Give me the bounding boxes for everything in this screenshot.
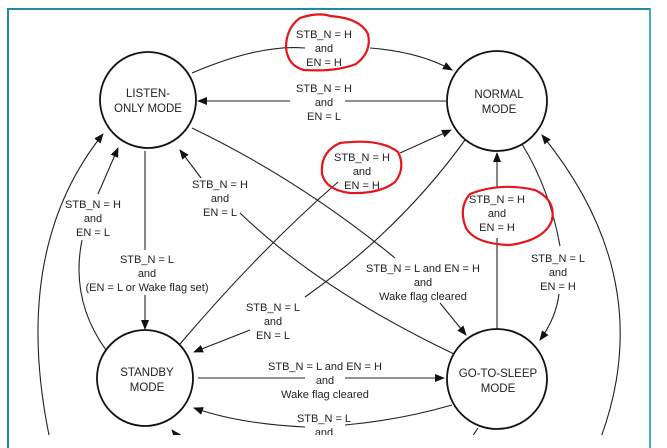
label-line: and <box>316 375 334 387</box>
edge-standby-to-listen-b <box>97 147 119 195</box>
edge-listen-to-gts-b <box>439 302 467 336</box>
state-diagram: LISTEN- ONLY MODE NORMAL MODE STANDBY MO… <box>37 13 621 435</box>
label-gts-to-standby: STB_N = L and <box>297 413 351 435</box>
figure-frame <box>7 8 651 448</box>
label-normal-to-listen: STB_N = H and EN = L <box>296 83 352 123</box>
label-line: EN = H <box>540 281 576 293</box>
label-line: EN = H <box>479 222 515 234</box>
label-line: EN = L <box>203 207 237 219</box>
label-line: STB_N = L and EN = H <box>268 361 382 373</box>
edge-gts-to-listen <box>239 212 455 355</box>
state-normal: NORMAL MODE <box>446 50 548 152</box>
label-standby-to-listen: STB_N = H and EN = L <box>65 199 121 239</box>
label-line: and <box>264 316 282 328</box>
label-line: and <box>549 267 567 279</box>
label-line: Wake flag cleared <box>281 389 369 401</box>
edge-standby-to-normal-b <box>399 129 452 154</box>
edge-normal-to-gts <box>521 143 561 247</box>
label-listen-to-normal: STB_N = H and EN = H <box>296 29 352 69</box>
label-line: STB_N = H <box>192 179 248 191</box>
edge-standby-bottom-in <box>171 429 181 435</box>
state-label-line2: MODE <box>130 382 165 394</box>
label-line: and <box>414 277 432 289</box>
edge-listen-to-normal-b <box>369 47 453 71</box>
state-label-line1: LISTEN- <box>126 88 170 100</box>
label-line: and <box>138 268 156 280</box>
edge-gts-to-standby-b <box>193 407 306 428</box>
edge-gts-bottom <box>472 427 479 435</box>
state-listen-only: LISTEN- ONLY MODE <box>99 51 197 149</box>
label-line: EN = L <box>256 330 290 342</box>
edge-standby-to-listen <box>78 239 107 351</box>
label-normal-to-gts: STB_N = L and EN = H <box>531 253 585 293</box>
label-listen-to-gts: STB_N = L and EN = H and Wake flag clear… <box>366 263 480 303</box>
edge-normal-to-gts-b <box>539 293 560 341</box>
label-line: STB_N = L <box>297 413 351 425</box>
label-line: STB_N = L and EN = H <box>366 263 480 275</box>
label-line: STB_N = H <box>469 194 525 206</box>
label-line: and <box>353 166 371 178</box>
state-label-line1: NORMAL <box>474 89 524 101</box>
label-line: and <box>315 97 333 109</box>
label-line: STB_N = H <box>296 83 352 95</box>
label-line: STB_N = H <box>334 152 390 164</box>
edge-listen-to-gts <box>191 127 396 259</box>
label-line: STB_N = H <box>65 199 121 211</box>
label-line: STB_N = L <box>531 253 585 265</box>
state-label-line1: GO-TO-SLEEP <box>459 368 538 380</box>
label-normal-to-standby: STB_N = L and EN = L <box>246 302 300 342</box>
label-line: and <box>84 213 102 225</box>
edge-normal-to-standby <box>304 139 466 298</box>
label-line: and <box>211 193 229 205</box>
annotation-circle-top <box>284 13 370 72</box>
edge-outer-left <box>37 133 104 435</box>
label-standby-to-normal: STB_N = H and EN = H <box>334 152 390 192</box>
state-label-line1: STANDBY <box>120 367 174 379</box>
state-standby: STANDBY MODE <box>96 329 194 427</box>
edge-gts-to-standby <box>344 404 453 426</box>
label-listen-to-standby: STB_N = L and (EN = L or Wake flag set) <box>86 254 209 294</box>
label-line: STB_N = L <box>120 254 174 266</box>
state-label-line2: MODE <box>482 104 517 116</box>
edge-gts-to-listen-b <box>179 149 202 179</box>
annotation-circle-middle <box>320 140 403 195</box>
edge-standby-to-normal <box>179 181 339 345</box>
label-line: STB_N = H <box>296 29 352 41</box>
label-line: EN = L <box>76 227 110 239</box>
label-line: Wake flag cleared <box>379 291 467 303</box>
label-line: STB_N = L <box>246 302 300 314</box>
annotation-circle-right <box>461 185 554 247</box>
label-line: and <box>315 427 333 435</box>
state-label-line2: ONLY MODE <box>114 103 182 115</box>
edge-outer-right <box>541 134 621 435</box>
edge-normal-to-standby-b <box>193 329 251 353</box>
label-standby-to-gts: STB_N = L and EN = H and Wake flag clear… <box>268 361 382 401</box>
label-line: EN = L <box>307 111 341 123</box>
state-go-to-sleep: GO-TO-SLEEP MODE <box>446 328 548 430</box>
label-line: (EN = L or Wake flag set) <box>86 282 209 294</box>
label-line: EN = H <box>306 57 342 69</box>
edge-listen-to-normal <box>191 46 306 74</box>
state-label-line2: MODE <box>481 383 516 395</box>
label-line: and <box>488 208 506 220</box>
label-line: and <box>315 43 333 55</box>
label-line: EN = H <box>344 180 380 192</box>
label-gts-to-normal: STB_N = H and EN = H <box>469 194 525 234</box>
label-gts-to-listen: STB_N = H and EN = L <box>192 179 248 219</box>
